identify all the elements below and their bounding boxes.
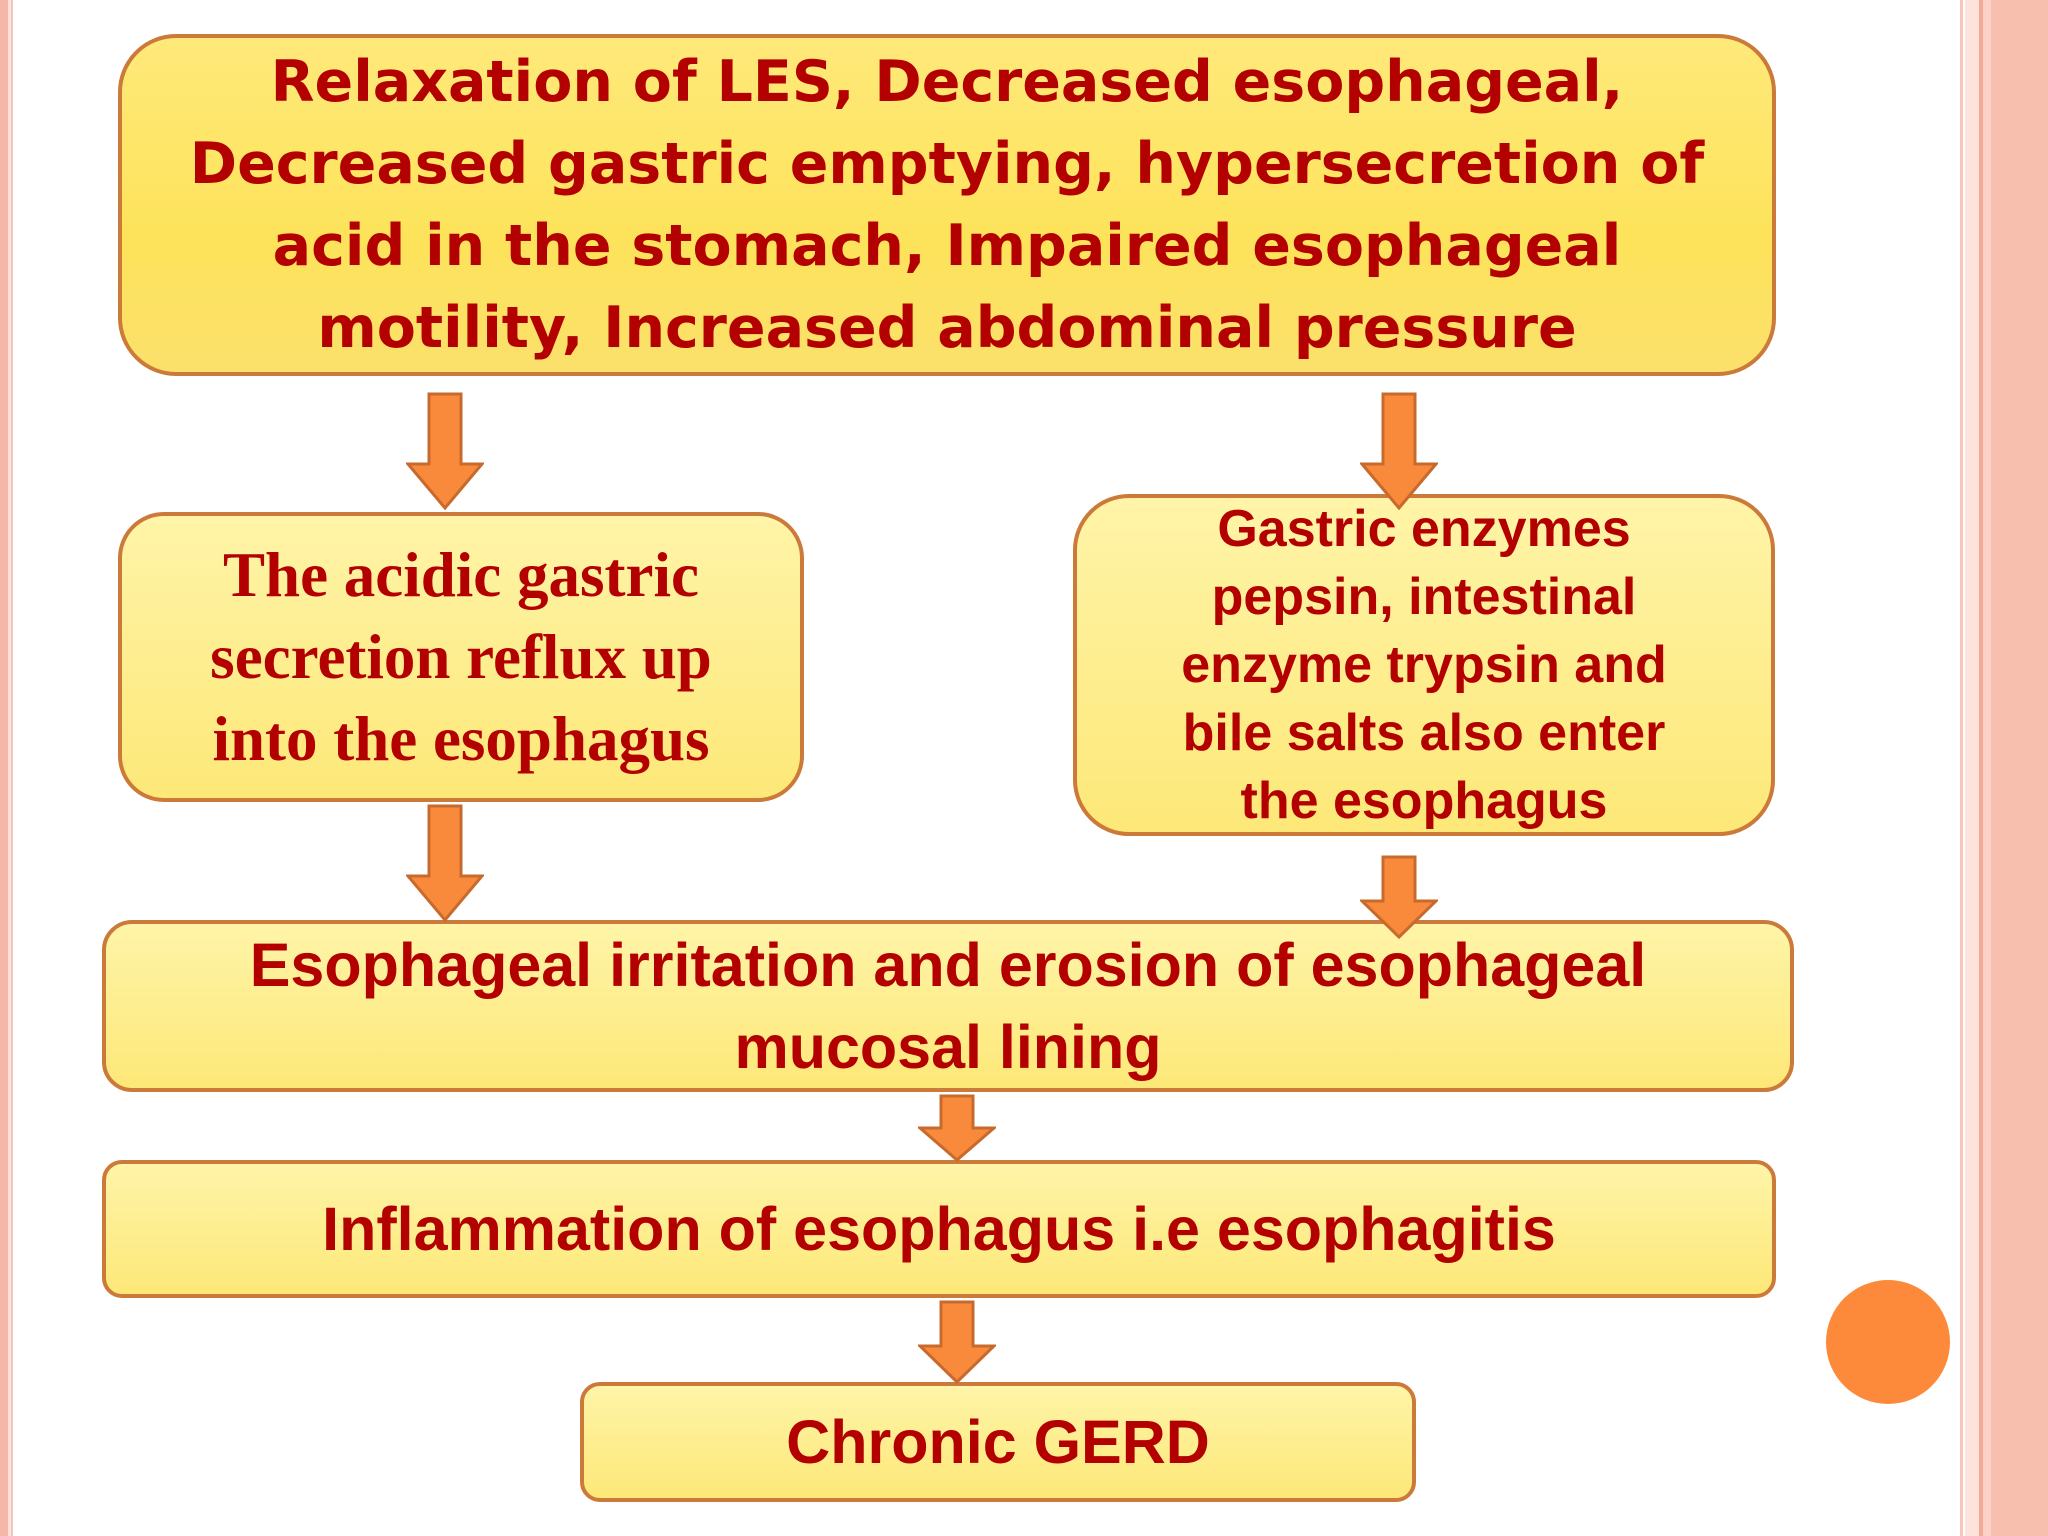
left-border-stripe xyxy=(11,0,13,1536)
decorative-circle xyxy=(1826,1280,1950,1404)
down-arrow-icon xyxy=(406,392,484,510)
acid-reflux-box: The acidic gastric secretion reflux up i… xyxy=(118,512,804,802)
chronic-gerd-box: Chronic GERD xyxy=(580,1382,1416,1502)
erosion-line: Esophageal irritation and erosion of eso… xyxy=(249,931,1647,999)
enzymes-line: enzyme trypsin and xyxy=(1181,636,1667,694)
acid-reflux-line: secretion reflux up xyxy=(210,622,712,692)
erosion-line: mucosal lining xyxy=(734,1013,1162,1081)
erosion-text: Esophageal irritation and erosion of eso… xyxy=(250,924,1646,1088)
right-border-stripe xyxy=(1983,0,1991,1536)
chronic-gerd-text: Chronic GERD xyxy=(786,1408,1210,1476)
enzymes-text: Gastric enzymes pepsin, intestinal enzym… xyxy=(1181,495,1666,835)
enzymes-line: the esophagus xyxy=(1240,772,1608,830)
enzymes-line: Gastric enzymes xyxy=(1217,500,1631,558)
acid-reflux-line: into the esophagus xyxy=(212,704,710,774)
acid-reflux-line: The acidic gastric xyxy=(223,540,699,610)
right-border-stripe xyxy=(1991,0,2048,1536)
down-arrow-icon xyxy=(918,1094,996,1162)
causes-line: motility, Increased abdominal pressure xyxy=(317,295,1577,361)
enzymes-line: pepsin, intestinal xyxy=(1211,568,1637,626)
inflammation-box: Inflammation of esophagus i.e esophagiti… xyxy=(102,1160,1776,1298)
causes-text: Relaxation of LES, Decreased esophageal,… xyxy=(190,41,1704,369)
causes-box: Relaxation of LES, Decreased esophageal,… xyxy=(118,34,1776,376)
enzymes-line: bile salts also enter xyxy=(1182,704,1666,762)
erosion-box: Esophageal irritation and erosion of eso… xyxy=(102,920,1794,1092)
causes-line: Decreased gastric emptying, hypersecreti… xyxy=(189,131,1705,197)
causes-line: Relaxation of LES, Decreased esophageal, xyxy=(270,49,1624,115)
acid-reflux-text: The acidic gastric secretion reflux up i… xyxy=(210,534,712,780)
down-arrow-icon xyxy=(918,1300,996,1384)
inflammation-text: Inflammation of esophagus i.e esophagiti… xyxy=(322,1195,1556,1263)
right-border-stripe xyxy=(1960,0,1963,1536)
left-border-stripe xyxy=(8,0,11,1536)
down-arrow-icon xyxy=(1360,392,1438,510)
left-border-stripe xyxy=(0,0,8,1536)
right-border-stripe xyxy=(1965,0,1979,1536)
down-arrow-icon xyxy=(406,804,484,922)
right-border-stripe xyxy=(1979,0,1983,1536)
causes-line: acid in the stomach, Impaired esophageal xyxy=(272,213,1622,279)
down-arrow-icon xyxy=(1360,855,1438,940)
enzymes-box: Gastric enzymes pepsin, intestinal enzym… xyxy=(1073,494,1775,836)
